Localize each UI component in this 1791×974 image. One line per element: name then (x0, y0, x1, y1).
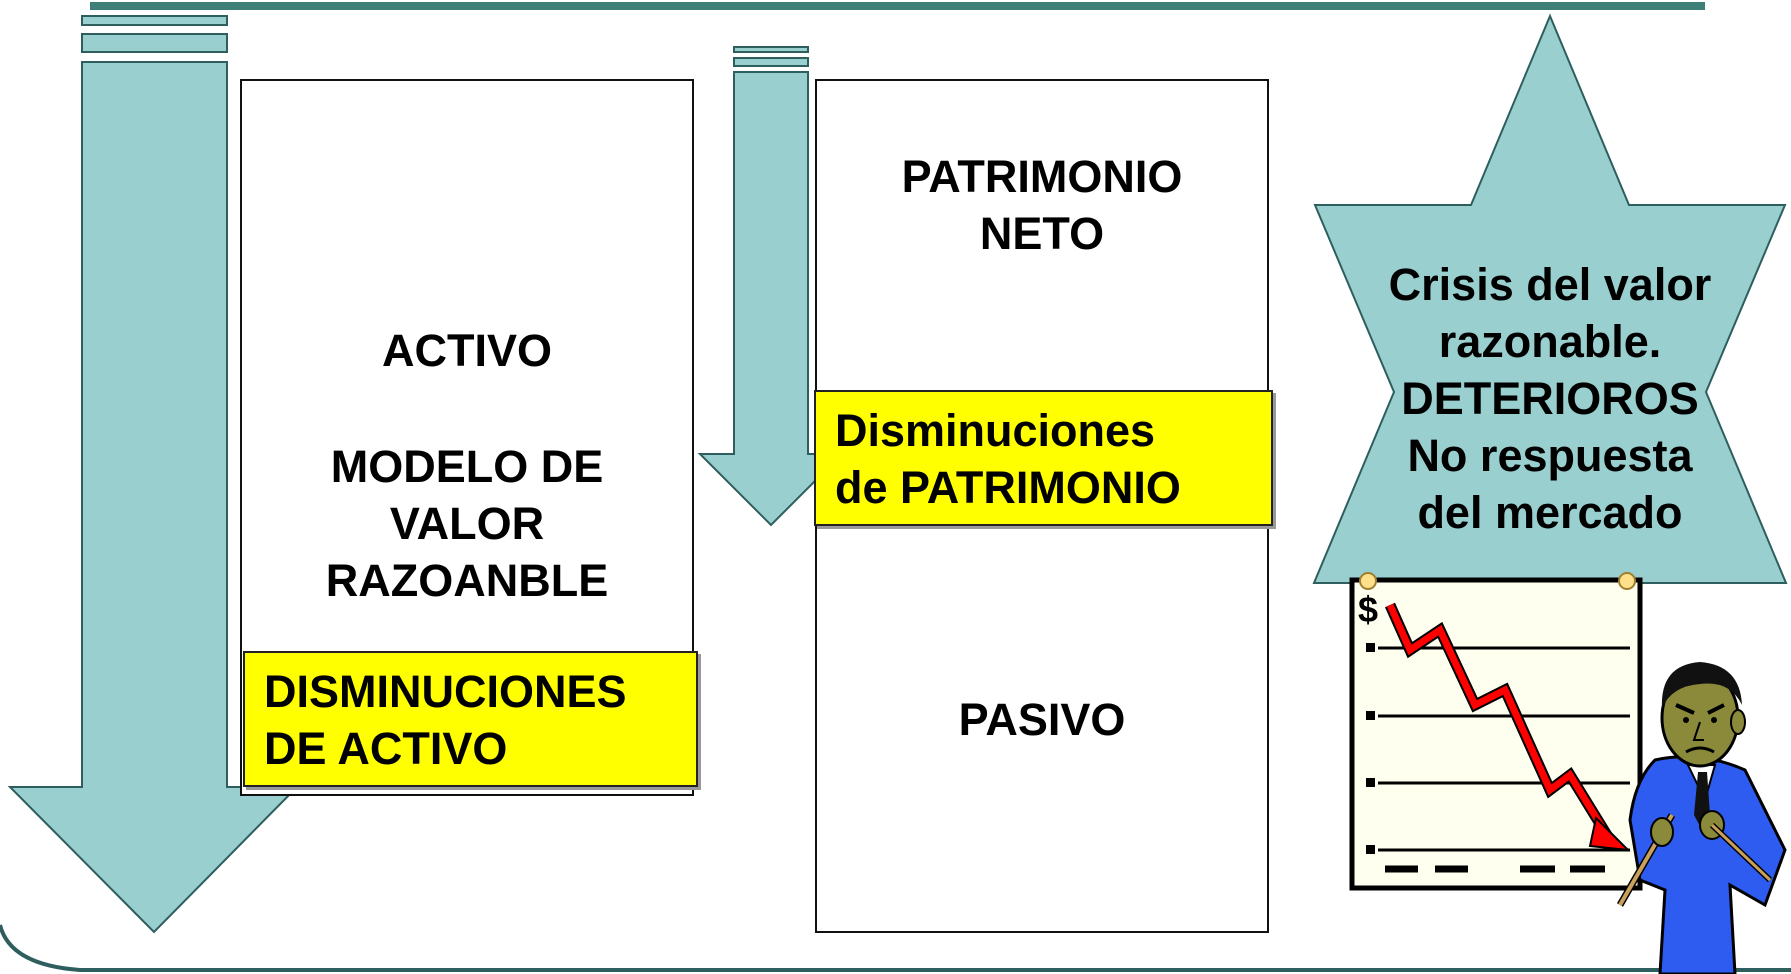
top-rule (90, 2, 1705, 10)
star-line4: No respuesta (1407, 430, 1693, 481)
trend-line (1386, 603, 1613, 842)
arrow-stripe (733, 46, 809, 53)
activo-model-line2: VALOR (389, 498, 545, 549)
star-line1: Crisis del valor (1388, 259, 1712, 310)
decrease-equity-line2: de PATRIMONIO (835, 462, 1181, 513)
trend-arrowhead (1588, 815, 1631, 852)
equity-title-line2: NETO (979, 208, 1105, 259)
star-line2: razonable. (1438, 316, 1662, 367)
pin-right (1618, 572, 1636, 590)
currency-symbol: $ (1358, 589, 1379, 630)
decrease-assets-box (243, 651, 698, 787)
angry-businessman-icon (1616, 662, 1787, 974)
liabilities-title: PASIVO (958, 694, 1126, 745)
decrease-equity-line1: Disminuciones (835, 405, 1156, 456)
pin-left (1359, 572, 1377, 590)
arrow-body (697, 71, 845, 527)
arrow-body (7, 61, 300, 934)
arrow-stripe (81, 33, 228, 53)
decrease-assets-line2: DE ACTIVO (264, 723, 508, 774)
equity-title-line1: PATRIMONIO (901, 151, 1183, 202)
star-line5: del mercado (1417, 487, 1683, 538)
decrease-equity-box (814, 390, 1273, 526)
activo-model-line3: RAZOANBLE (325, 555, 609, 606)
activo-model-line1: MODELO DE (330, 441, 604, 492)
activo-title: ACTIVO (381, 325, 552, 376)
arrow-stripe (81, 15, 228, 26)
star-line3: DETERIOROS (1401, 373, 1699, 424)
arrow-stripe (733, 57, 809, 67)
decrease-assets-line1: DISMINUCIONES (264, 666, 627, 717)
chart-tick-marks (1366, 643, 1375, 854)
bottom-frame-line (0, 924, 1791, 972)
